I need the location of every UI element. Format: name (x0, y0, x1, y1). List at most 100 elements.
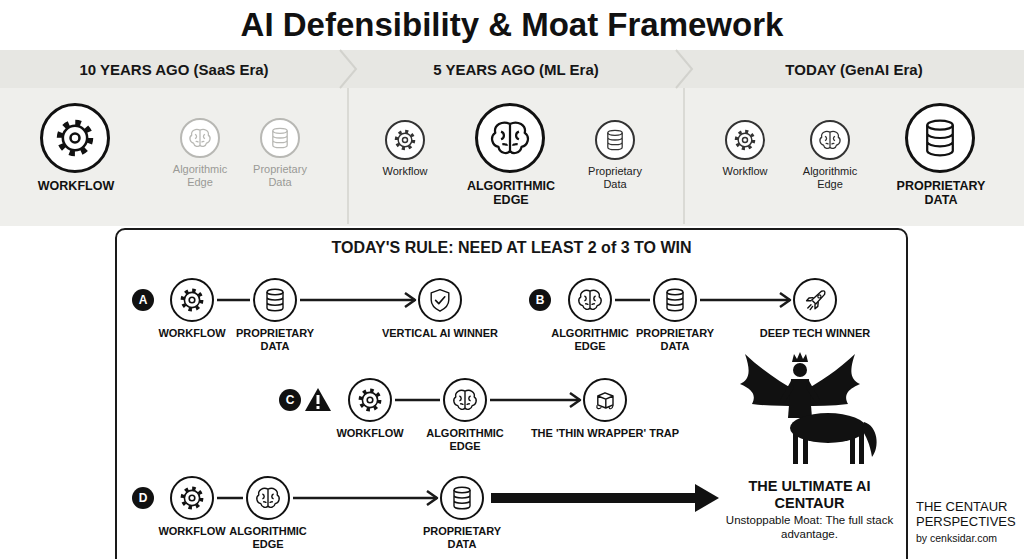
connector-line (615, 299, 650, 302)
era-heading: TODAY (GenAI Era) (684, 61, 1024, 78)
icon-db (255, 280, 295, 320)
icon-gear (172, 280, 212, 320)
icon-node: Workflow (725, 120, 765, 160)
icon-label: Workflow (369, 165, 441, 178)
icon-brain (570, 280, 610, 320)
icon-label: PROPRIETARY DATA (885, 179, 997, 208)
icon-node: Algorithmic Edge (180, 118, 220, 158)
icon-label: Proprietary Data (579, 165, 651, 190)
connector (700, 293, 790, 307)
icon-gear (727, 122, 763, 158)
connector (300, 293, 415, 307)
icon-label: WORKFLOW (152, 525, 232, 538)
connector-line (217, 299, 250, 302)
connector (491, 484, 719, 512)
icon-shield (420, 280, 460, 320)
callout-title: THE ULTIMATE AI CENTAUR (722, 478, 897, 511)
icon-label: ALGORITHMIC EDGE (545, 327, 635, 352)
icon-label: VERTICAL AI WINNER (365, 327, 515, 340)
icon-gear (172, 478, 212, 518)
era-panel: 5 YEARS AGO (ML Era)WorkflowALGORITHMIC … (348, 50, 684, 226)
icon-label: WORKFLOW (21, 179, 131, 193)
icon-label: Workflow (709, 165, 781, 178)
icon-label: ALGORITHMIC EDGE (455, 179, 567, 208)
connector-line (700, 299, 790, 302)
connector-line (300, 299, 415, 302)
callout-letter: A (132, 289, 154, 311)
era-chevron (340, 50, 356, 88)
icon-node: THE 'THIN WRAPPER' TRAP (583, 378, 627, 422)
era-panel: TODAY (GenAI Era)WorkflowAlgorithmic Edg… (684, 50, 1024, 226)
icon-node: Proprietary Data (595, 120, 635, 160)
era-heading: 5 YEARS AGO (ML Era) (348, 61, 684, 78)
era-divider (347, 88, 349, 224)
icon-label: PROPRIETARY DATA (422, 525, 502, 550)
icon-label: Algorithmic Edge (794, 165, 866, 190)
icon-label: PROPRIETARY DATA (235, 327, 315, 352)
icon-gear (43, 106, 107, 170)
icon-node: PROPRIETARY DATA (905, 103, 975, 173)
icon-brain (812, 122, 848, 158)
icon-node: WORKFLOW (170, 476, 214, 520)
icon-rocket (795, 280, 835, 320)
icon-label: Algorithmic Edge (162, 163, 238, 188)
icon-label: THE 'THIN WRAPPER' TRAP (510, 427, 700, 440)
connector (217, 498, 243, 499)
arrow-head (695, 484, 719, 512)
icon-node: DEEP TECH WINNER (793, 278, 837, 322)
connector-line (491, 493, 697, 503)
connector (395, 400, 440, 401)
callout-letter: D (132, 487, 154, 509)
icon-node: PROPRIETARY DATA (440, 476, 484, 520)
icon-label: WORKFLOW (152, 327, 232, 340)
era-heading: 10 YEARS AGO (SaaS Era) (0, 61, 348, 78)
icon-node: WORKFLOW (348, 378, 392, 422)
connector (217, 300, 250, 301)
arrow-head (780, 293, 790, 307)
icon-node: ALGORITHMIC EDGE (568, 278, 612, 322)
connector-line (293, 497, 437, 500)
centaur-illustration (740, 352, 877, 464)
icon-node: ALGORITHMIC EDGE (475, 103, 545, 173)
diagram-title: AI Defensibility & Moat Framework (0, 6, 1024, 44)
icon-db (655, 280, 695, 320)
arrow-head (405, 293, 415, 307)
icon-node: Workflow (385, 120, 425, 160)
callout-letter: B (529, 289, 551, 311)
icon-brain (248, 478, 288, 518)
icon-gear (387, 122, 423, 158)
era-chevron (676, 50, 692, 88)
icon-node: Algorithmic Edge (810, 120, 850, 160)
icon-label: ALGORITHMIC EDGE (420, 427, 510, 452)
icon-node: PROPRIETARY DATA (253, 278, 297, 322)
arrow-head (570, 393, 580, 407)
icon-label: Proprietary Data (242, 163, 318, 188)
icon-label: DEEP TECH WINNER (745, 327, 885, 340)
icon-db (597, 122, 633, 158)
icon-node: ALGORITHMIC EDGE (246, 476, 290, 520)
era-panel: 10 YEARS AGO (SaaS Era) WORKFLOW Algorithm… (0, 50, 348, 226)
arrow-head (427, 491, 437, 505)
brand-text: by cenksidar.com (916, 532, 1020, 544)
icon-node: WORKFLOW (170, 278, 214, 322)
callout-letter: C (279, 389, 301, 411)
rule-heading: TODAY'S RULE: NEED AT LEAST 2 of 3 TO WI… (117, 239, 906, 257)
icon-node: Proprietary Data (260, 118, 300, 158)
icon-brain (445, 380, 485, 420)
connector (293, 491, 437, 505)
brand-text: THE CENTAUR PERSPECTIVES (916, 500, 1020, 530)
icon-node: WORKFLOW (40, 103, 110, 173)
connector-line (395, 399, 440, 402)
era-band (0, 50, 1024, 226)
icon-db (442, 478, 482, 518)
icon-label: ALGORITHMIC EDGE (223, 525, 313, 550)
icon-node: PROPRIETARY DATA (653, 278, 697, 322)
icon-cube (585, 380, 625, 420)
era-header-strip (0, 50, 1024, 88)
connector (490, 393, 580, 407)
icon-db (908, 106, 972, 170)
icon-label: PROPRIETARY DATA (635, 327, 715, 352)
